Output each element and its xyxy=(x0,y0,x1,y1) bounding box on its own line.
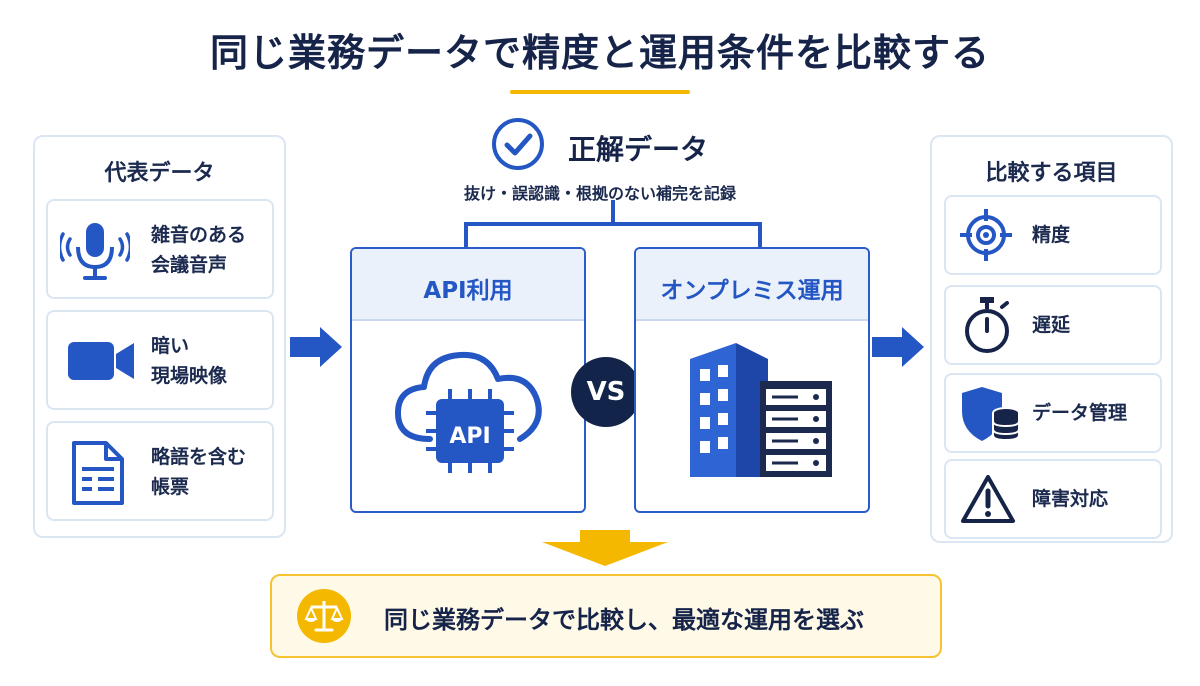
data-item-line1: 暗い xyxy=(151,335,190,357)
ground-truth-title: 正解データ xyxy=(568,133,709,166)
page-title: 同じ業務データで精度と運用条件を比較する xyxy=(209,31,990,75)
data-item-line2: 会議音声 xyxy=(151,254,228,276)
data-item-meeting-audio: 雑音のある 会議音声 xyxy=(46,199,274,299)
check-circle-icon xyxy=(492,118,544,170)
representative-data-title: 代表データ xyxy=(104,161,215,186)
document-icon xyxy=(72,441,124,505)
comparison-item-accuracy: 精度 xyxy=(944,195,1162,275)
comparison-item-label: 障害対応 xyxy=(1032,488,1109,510)
ground-truth-subtitle: 抜け・誤認識・根拠のない補完を記録 xyxy=(463,184,736,203)
vs-badge: VS xyxy=(571,357,641,427)
arrow-right-icon xyxy=(872,327,924,367)
api-option-header: API利用 xyxy=(352,249,584,321)
data-item-line2: 現場映像 xyxy=(151,365,228,387)
building-server-icon xyxy=(690,343,832,477)
target-icon xyxy=(960,209,1012,261)
video-camera-icon xyxy=(68,342,134,380)
comparison-item-data-management: データ管理 xyxy=(944,373,1162,453)
conclusion-box: 同じ業務データで比較し、最適な運用を選ぶ xyxy=(270,574,942,658)
data-item-dark-video: 暗い 現場映像 xyxy=(46,310,274,410)
onprem-option-box: オンプレミス運用 xyxy=(634,247,870,513)
comparison-items-title: 比較する項目 xyxy=(985,161,1118,186)
comparison-item-label: 遅延 xyxy=(1032,314,1071,336)
comparison-items-panel: 比較する項目 精度 遅延 データ管理 xyxy=(930,135,1173,543)
cloud-icon xyxy=(395,351,542,473)
data-item-line1: 略語を含む xyxy=(151,446,247,468)
comparison-item-latency: 遅延 xyxy=(944,285,1162,365)
scales-icon xyxy=(297,589,351,643)
onprem-option-header: オンプレミス運用 xyxy=(636,249,868,321)
conclusion-text: 同じ業務データで比較し、最適な運用を選ぶ xyxy=(384,606,864,634)
data-item-line2: 帳票 xyxy=(151,476,190,498)
title-underline xyxy=(510,90,690,94)
data-item-line1: 雑音のある xyxy=(151,224,247,246)
arrow-down-icon xyxy=(542,530,668,566)
warning-icon xyxy=(961,475,1015,523)
api-option-box: API利用 API xyxy=(350,247,586,513)
comparison-item-label: データ管理 xyxy=(1032,402,1128,424)
representative-data-panel: 代表データ 雑音のある 会議音声 暗い 現場映像 xyxy=(33,135,286,538)
microphone-icon xyxy=(60,223,130,280)
api-option-label: API利用 xyxy=(423,278,513,304)
comparison-item-incident-response: 障害対応 xyxy=(944,459,1162,539)
connector-bracket xyxy=(464,200,762,248)
api-chip-text: API xyxy=(449,424,491,449)
comparison-item-label: 精度 xyxy=(1032,224,1071,246)
stopwatch-icon xyxy=(965,297,1009,353)
arrow-right-icon xyxy=(290,327,342,367)
onprem-option-label: オンプレミス運用 xyxy=(660,278,844,304)
data-item-forms: 略語を含む 帳票 xyxy=(46,421,274,521)
shield-database-icon xyxy=(962,387,1020,442)
